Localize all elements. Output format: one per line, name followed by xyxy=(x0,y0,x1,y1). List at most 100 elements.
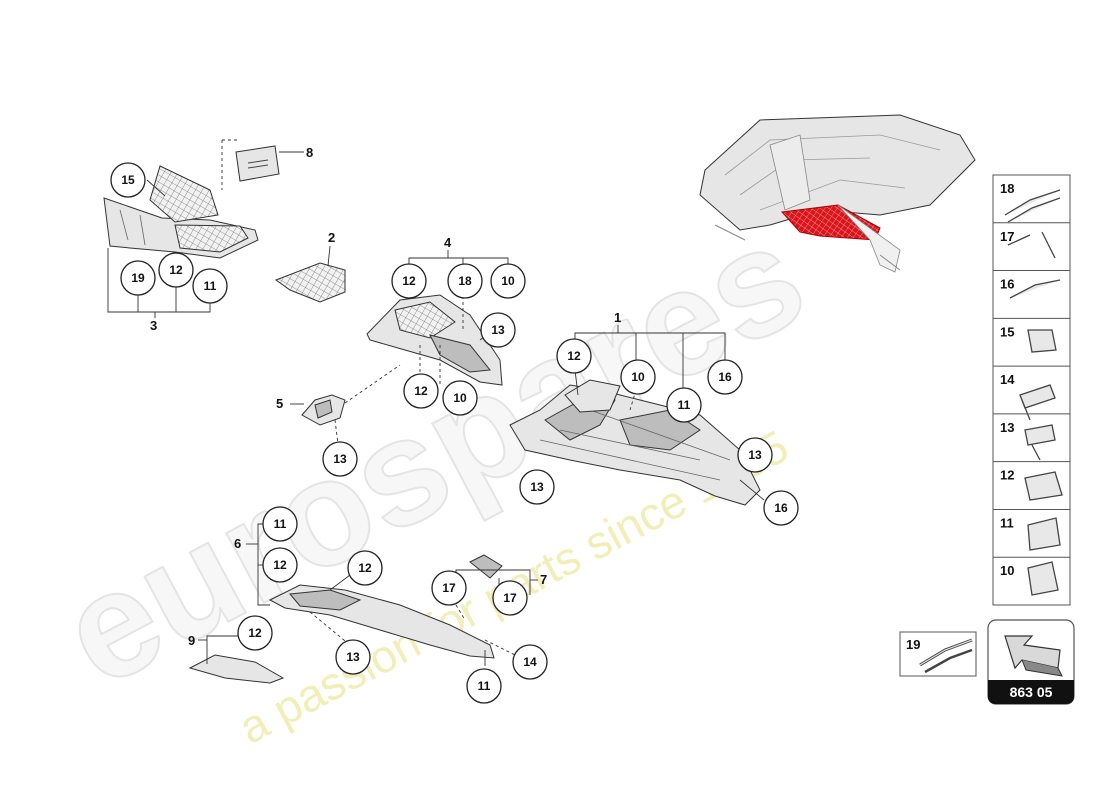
callout-11-b: 11 xyxy=(666,387,702,423)
part-5-bracket xyxy=(290,394,346,426)
callout-11-c: 11 xyxy=(262,506,298,542)
callout-12-a-text: 12 xyxy=(169,263,183,277)
callout-12-b-text: 12 xyxy=(402,274,416,288)
legend-item-15-number: 15 xyxy=(1000,324,1014,339)
callout-19-text: 19 xyxy=(131,271,145,285)
callout-11-d-text: 11 xyxy=(478,679,491,693)
callout-12-a: 12 xyxy=(158,252,194,288)
arrow-icon xyxy=(1004,635,1061,670)
part-4-trim xyxy=(366,294,503,386)
legend-item-19: 19 xyxy=(899,631,977,677)
callout-16-a: 16 xyxy=(707,359,743,395)
callout-12-e-text: 12 xyxy=(273,558,287,572)
callout-10-c-text: 10 xyxy=(631,370,645,384)
callout-circles: 15 19 12 11 12 18 10 13 12 10 13 12 10 1… xyxy=(110,162,799,704)
callout-14-text: 14 xyxy=(523,655,537,669)
legend-rows: 18 17 16 15 14 13 12 11 10 xyxy=(993,181,1070,596)
legend-item-14-number: 14 xyxy=(1000,372,1015,387)
legend-item-10-icon xyxy=(1027,561,1059,596)
callout-13-b: 13 xyxy=(322,441,358,477)
callout-13-d-text: 13 xyxy=(530,480,544,494)
legend-item-18-icon xyxy=(1004,189,1061,223)
legend-item-13-icon xyxy=(1024,424,1056,461)
callout-12-d-text: 12 xyxy=(567,349,581,363)
callout-18-text: 18 xyxy=(458,274,472,288)
callout-12-f: 12 xyxy=(347,550,383,586)
legend-item-11-number: 11 xyxy=(1000,515,1014,530)
callout-10-b: 10 xyxy=(442,380,478,416)
part-7-pad xyxy=(469,554,503,579)
legend-item-14-icon xyxy=(1019,384,1056,421)
part-8-plate xyxy=(221,139,304,190)
callout-12-c: 12 xyxy=(403,373,439,409)
legend-item-16-icon xyxy=(1009,279,1061,299)
callout-11-a-text: 11 xyxy=(204,279,217,293)
label-9: 9 xyxy=(188,633,195,648)
part-2-mesh xyxy=(274,245,346,303)
callout-10-c: 10 xyxy=(620,359,656,395)
label-3: 3 xyxy=(150,318,157,333)
item-labels: 1 2 3 4 5 6 7 8 9 xyxy=(150,145,621,648)
callout-12-b: 12 xyxy=(391,263,427,299)
callout-13-c: 13 xyxy=(737,437,773,473)
callout-12-f-text: 12 xyxy=(358,561,372,575)
vehicle-overview xyxy=(699,114,976,273)
callout-14: 14 xyxy=(512,644,548,680)
callout-10-a-text: 10 xyxy=(501,274,515,288)
part-9-trim xyxy=(188,654,285,684)
callout-13-a-text: 13 xyxy=(491,323,505,337)
label-5: 5 xyxy=(276,396,283,411)
legend-item-17-number: 17 xyxy=(1000,229,1014,244)
legend-item-12-number: 12 xyxy=(1000,468,1014,483)
callout-13-a: 13 xyxy=(480,312,516,348)
callout-13-e: 13 xyxy=(335,639,371,675)
callout-11-c-text: 11 xyxy=(274,517,287,531)
callout-19: 19 xyxy=(120,260,156,296)
leader-lines xyxy=(107,248,765,666)
legend-item-12-icon xyxy=(1024,471,1063,501)
label-2: 2 xyxy=(328,230,335,245)
callout-15-text: 15 xyxy=(121,173,135,187)
callout-17-a-text: 17 xyxy=(442,581,456,595)
legend-item-17-icon xyxy=(1007,231,1056,259)
callout-11-d: 11 xyxy=(466,668,502,704)
part-3-assembly xyxy=(103,165,259,259)
page-badge: 863 05 xyxy=(987,619,1075,705)
legend-item-15-icon xyxy=(1027,329,1057,353)
callout-17-b: 17 xyxy=(492,580,528,616)
fastener-legend: 18 17 16 15 14 13 12 11 10 xyxy=(992,174,1071,606)
callout-13-b-text: 13 xyxy=(333,452,347,466)
label-7: 7 xyxy=(540,572,547,587)
label-1: 1 xyxy=(614,310,621,325)
callout-17-b-text: 17 xyxy=(503,591,517,605)
callout-16-b-text: 16 xyxy=(774,501,788,515)
callout-11-a: 11 xyxy=(192,268,228,304)
callout-18: 18 xyxy=(447,263,483,299)
callout-12-e: 12 xyxy=(262,547,298,583)
callout-13-c-text: 13 xyxy=(748,448,762,462)
legend-item-11-icon xyxy=(1027,517,1061,551)
label-8: 8 xyxy=(306,145,313,160)
legend-19-number: 19 xyxy=(906,637,920,652)
label-4: 4 xyxy=(444,235,452,250)
callout-10-a: 10 xyxy=(490,263,526,299)
legend-item-18-number: 18 xyxy=(1000,181,1014,196)
callout-12-d: 12 xyxy=(556,338,592,374)
legend-item-16-number: 16 xyxy=(1000,277,1014,292)
legend-item-13-number: 13 xyxy=(1000,420,1014,435)
callout-13-d: 13 xyxy=(519,469,555,505)
callout-11-b-text: 11 xyxy=(678,398,691,412)
callout-15: 15 xyxy=(110,162,146,198)
callout-17-a: 17 xyxy=(431,570,467,606)
callout-12-c-text: 12 xyxy=(414,384,428,398)
callout-12-g-text: 12 xyxy=(248,626,262,640)
callout-16-a-text: 16 xyxy=(718,370,732,384)
callout-10-b-text: 10 xyxy=(453,391,467,405)
label-6: 6 xyxy=(234,536,241,551)
legend-item-10-number: 10 xyxy=(1000,563,1014,578)
part-6-side-trim xyxy=(268,584,495,659)
callout-13-e-text: 13 xyxy=(346,650,360,664)
callout-12-g: 12 xyxy=(237,615,273,651)
callout-16-b: 16 xyxy=(763,490,799,526)
